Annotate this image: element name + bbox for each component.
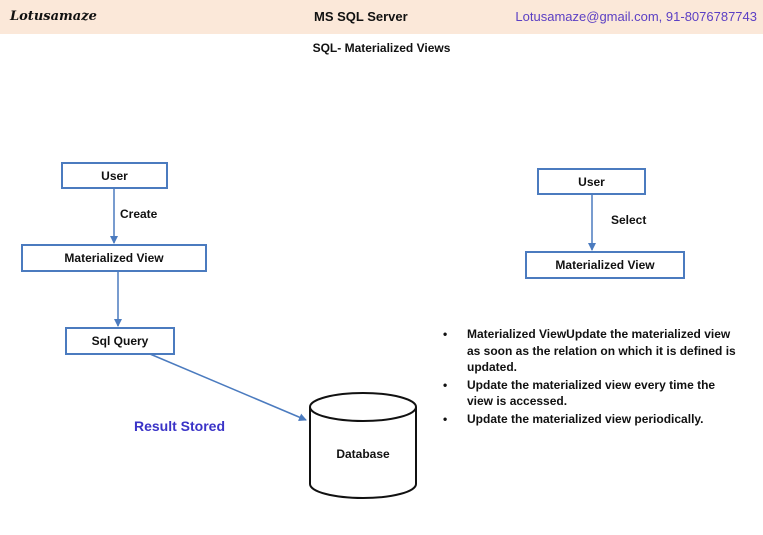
materialized-view-box-left-label: Materialized View	[64, 251, 164, 265]
refresh-options-list: Materialized ViewUpdate the materialized…	[440, 326, 740, 428]
database-label: Database	[336, 447, 390, 461]
contact-info: Lotusamaze@gmail.com, 91-8076787743	[515, 9, 757, 24]
database-cylinder-icon	[309, 392, 417, 499]
user-box-left-label: User	[101, 168, 128, 183]
materialized-view-box-right: Materialized View	[525, 251, 685, 279]
list-item: Update the materialized view periodicall…	[440, 411, 740, 428]
materialized-view-box-left: Materialized View	[21, 244, 207, 272]
page-title: SQL- Materialized Views	[312, 41, 451, 55]
user-box-right: User	[537, 168, 646, 195]
list-item: Materialized ViewUpdate the materialized…	[440, 326, 740, 376]
header-title: MS SQL Server	[314, 9, 408, 24]
list-item: Update the materialized view every time …	[440, 377, 740, 410]
sql-query-box-label: Sql Query	[91, 334, 149, 348]
header-bar: Lotusamaze MS SQL Server Lotusamaze@gmai…	[0, 0, 763, 34]
user-box-right-label: User	[578, 174, 605, 189]
user-box-left: User	[61, 162, 168, 189]
create-label: Create	[120, 207, 158, 221]
brand-logo-text: Lotusamaze	[10, 9, 97, 24]
materialized-view-box-right-label: Materialized View	[555, 258, 655, 272]
arrow-query-to-database	[149, 353, 307, 421]
sql-query-box: Sql Query	[65, 327, 175, 355]
select-label: Select	[611, 213, 647, 227]
result-stored-label: Result Stored	[134, 418, 226, 434]
